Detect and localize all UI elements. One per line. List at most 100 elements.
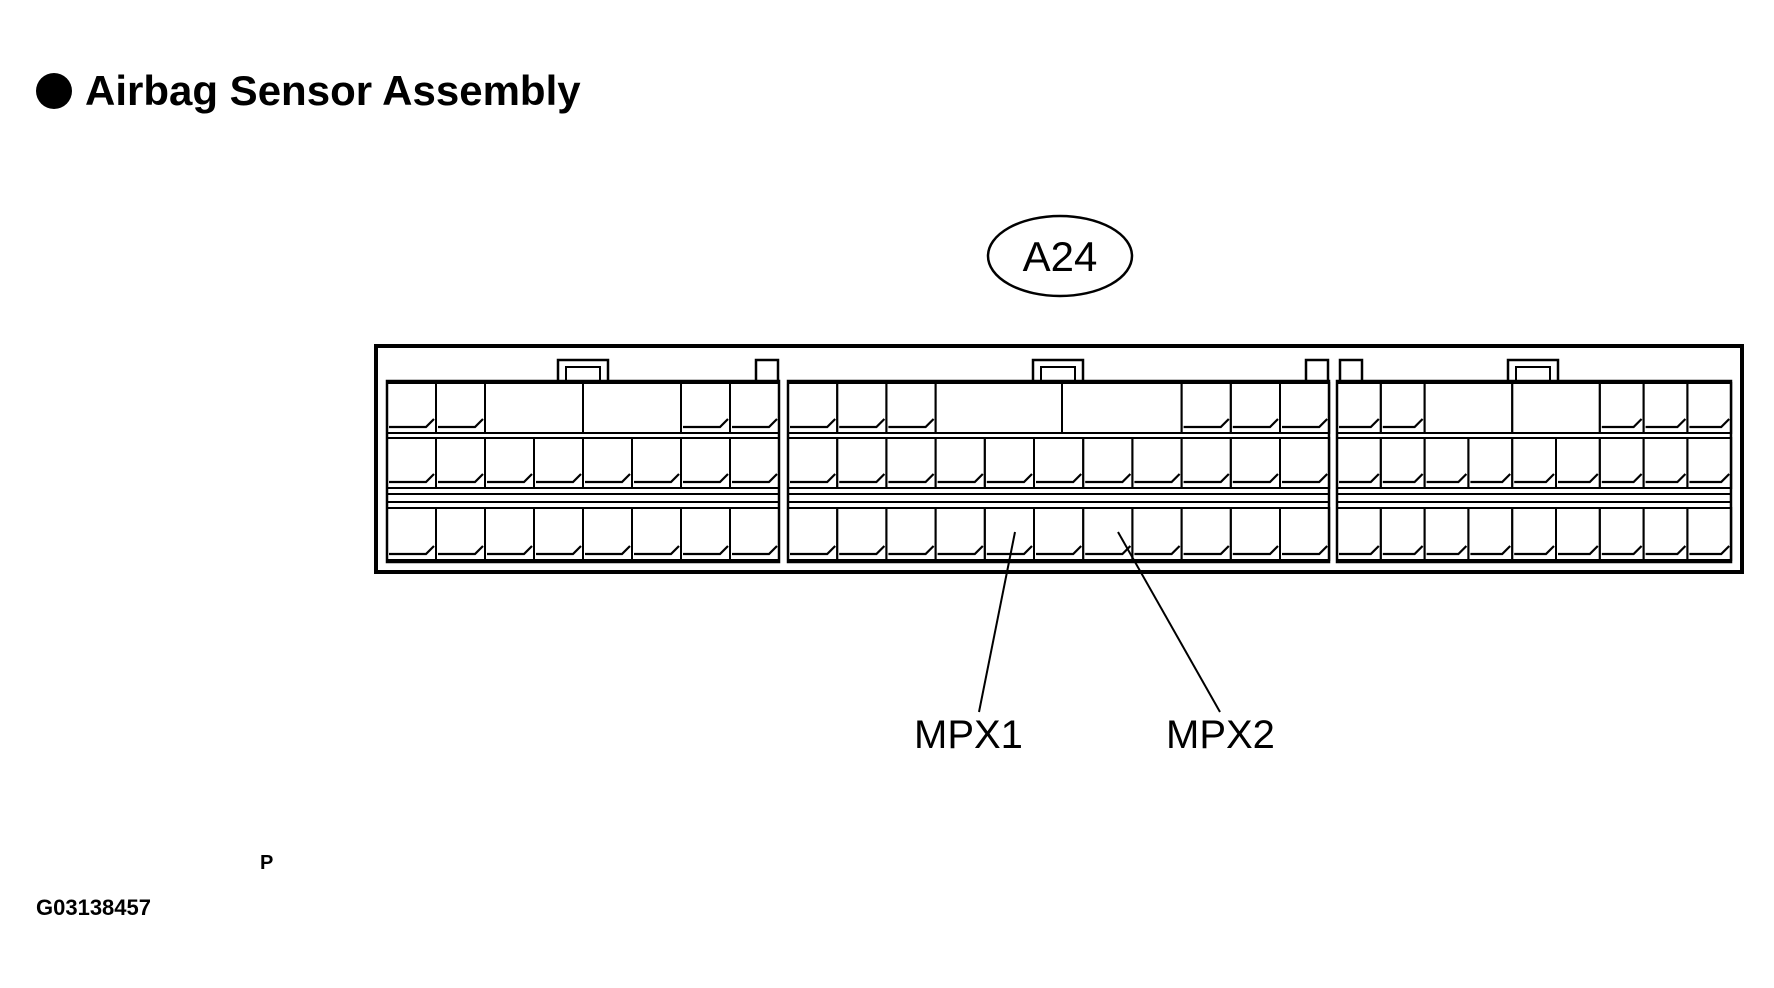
terminal-cavity (631, 507, 682, 561)
terminal-cavity (435, 507, 486, 561)
terminal-cavity (435, 382, 486, 434)
terminal-cavity (631, 437, 682, 489)
terminal-block-3 (1335, 379, 1733, 564)
key-tab-1 (754, 358, 780, 384)
terminal-cavity (435, 437, 486, 489)
connector-id-badge: A24 (986, 214, 1134, 298)
terminal-cavity (1033, 437, 1085, 489)
terminal-cavity (1379, 382, 1426, 434)
terminal-cavity (1642, 382, 1689, 434)
terminal-cavity (582, 437, 633, 489)
key-tab-3 (1338, 358, 1364, 384)
terminal-cavity (934, 437, 986, 489)
wide-cavity (934, 382, 1183, 434)
terminal-cavity (836, 382, 888, 434)
terminal-cavity (1555, 507, 1601, 561)
terminal-cavity (1642, 437, 1689, 489)
terminal-cavity (1686, 507, 1733, 561)
diagram-title: Airbag Sensor Assembly (85, 67, 581, 114)
terminal-cavity (680, 382, 731, 434)
terminal-cavity (787, 507, 839, 561)
terminal-cavity (1279, 437, 1331, 489)
connector-id-oval (986, 214, 1134, 298)
terminal-cavity (1686, 437, 1733, 489)
terminal-cavity (1598, 382, 1645, 434)
latch-right (1506, 358, 1560, 384)
terminal-cavity (1598, 437, 1645, 489)
terminal-cavity (1511, 437, 1557, 489)
terminal-cavity (386, 382, 437, 434)
terminal-cavity (1467, 507, 1514, 561)
terminal-cavity (680, 437, 731, 489)
terminal-cavity (533, 507, 584, 561)
terminal-cavity (1336, 437, 1382, 489)
terminal-cavity (1555, 437, 1601, 489)
terminal-cavity (1598, 507, 1645, 561)
terminal-cavity (1336, 507, 1382, 561)
terminal-cavity (1180, 382, 1232, 434)
terminal-cavity (1131, 437, 1183, 489)
terminal-cavity (1423, 507, 1470, 561)
terminal-cavity (787, 382, 839, 434)
terminal-cavity (386, 437, 437, 489)
terminal-cavity (836, 507, 888, 561)
mpx2-leader-line (1117, 531, 1221, 713)
terminal-cavity (729, 437, 780, 489)
latch-left (556, 358, 610, 384)
terminal-cavity (1379, 437, 1426, 489)
terminal-cavity (787, 437, 839, 489)
terminal-cavity (1336, 382, 1382, 434)
terminal-cavity (484, 437, 535, 489)
terminal-cavity (582, 507, 633, 561)
connector-id-label: A24 (1023, 233, 1098, 280)
wide-cavity (484, 382, 584, 434)
terminal-block-2 (786, 379, 1331, 564)
title-row: Airbag Sensor Assembly (36, 66, 581, 116)
terminal-cavity (885, 382, 937, 434)
wide-cavity (1423, 382, 1514, 434)
bullet-icon (36, 73, 72, 109)
terminal-cavity (1082, 437, 1134, 489)
terminal-cavity (1131, 507, 1183, 561)
terminal-cavity (836, 437, 888, 489)
terminal-cavity (885, 507, 937, 561)
wide-cavity (582, 382, 682, 434)
mpx2-label: MPX2 (1166, 713, 1275, 757)
terminal-cavity (533, 437, 584, 489)
terminal-cavity (1379, 507, 1426, 561)
terminal-cavity (1229, 382, 1282, 434)
housing-outline (374, 344, 1744, 574)
terminal-cavity (1511, 507, 1557, 561)
wide-cavity (1511, 382, 1601, 434)
mpx1-label: MPX1 (914, 713, 1023, 757)
terminal-cavity (1082, 507, 1134, 561)
figure-code: G03138457 (36, 895, 151, 920)
terminal-cavity (1423, 437, 1470, 489)
terminal-cavity (729, 382, 780, 434)
footer-mark: P (260, 852, 274, 874)
terminal-cavity (1180, 507, 1232, 561)
terminal-cavity (680, 507, 731, 561)
terminal-cells (386, 382, 1733, 561)
terminal-cavity (1279, 382, 1331, 434)
terminal-cavity (1033, 507, 1085, 561)
terminal-cavity (1229, 437, 1282, 489)
terminal-cavity (983, 507, 1035, 561)
terminal-cavity (484, 507, 535, 561)
terminal-cavity (983, 437, 1035, 489)
terminal-cavity (1279, 507, 1331, 561)
terminal-cavity (1467, 437, 1514, 489)
mpx1-leader-line (978, 531, 1016, 713)
terminal-cavity (1686, 382, 1733, 434)
connector-housing (374, 344, 1744, 574)
terminal-cavity (885, 437, 937, 489)
key-tab-2 (1304, 358, 1330, 384)
terminal-cavity (1642, 507, 1689, 561)
terminal-cavity (934, 507, 986, 561)
terminal-cavity (729, 507, 780, 561)
terminal-cavity (1180, 437, 1232, 489)
terminal-cavity (1229, 507, 1282, 561)
terminal-cavity (386, 507, 437, 561)
